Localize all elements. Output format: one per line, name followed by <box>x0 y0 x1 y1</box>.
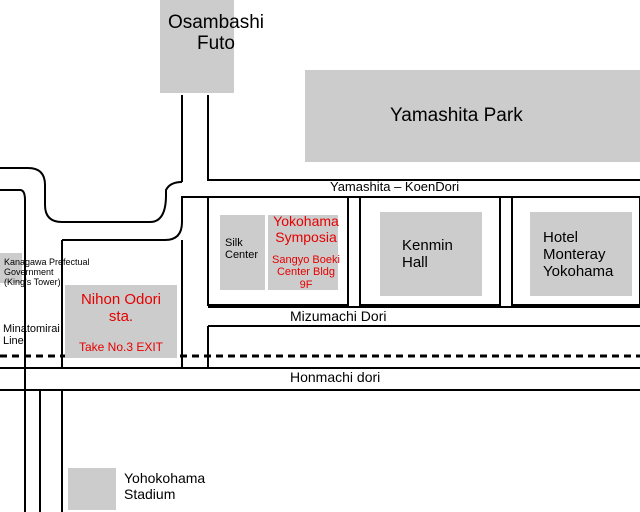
station-name-label: Nihon Odori sta. <box>80 291 162 325</box>
hotel-label: Hotel Monteray Yokohama <box>543 229 614 280</box>
kenmin-hall-block <box>380 212 482 296</box>
minatomirai-line-label: Minatomirai Line <box>3 323 60 348</box>
silk-center-block <box>220 215 265 290</box>
west-curve-road-bottom <box>62 196 208 241</box>
silk-center-label: Silk Center <box>225 237 259 262</box>
symposia-block <box>268 215 338 290</box>
symposia-block-outline <box>207 196 349 306</box>
kanagawa-block <box>0 253 22 283</box>
station-block <box>65 285 177 358</box>
stadium-label: Yohokohama Stadium <box>124 470 206 502</box>
mizumachi-street-label: Mizumachi Dori <box>290 308 387 324</box>
kenmin-hall-label: Kenmin Hall <box>402 237 453 271</box>
yamashita-park-block <box>305 70 640 162</box>
yamashita-street-label: Yamashita – KoenDori <box>330 179 460 194</box>
hotel-block-outline <box>511 196 640 306</box>
stadium-block <box>68 468 116 510</box>
osambashi-block <box>160 0 234 93</box>
symposia-address-label: Sangyo Boeki Center Bldg 9F <box>272 254 340 291</box>
west-curve-road-outer <box>0 167 183 223</box>
west-curve-road-inner <box>0 189 26 512</box>
symposia-name-label: Yokohama Symposia <box>273 213 339 245</box>
yamashita-park-label: Yamashita Park <box>390 105 523 126</box>
honmachi-street-label: Honmachi dori <box>290 369 381 385</box>
kanagawa-label: Kanagawa Prefectual Government (King's T… <box>4 257 90 288</box>
kenmin-block-outline <box>359 196 501 306</box>
osambashi-road-right-edge <box>207 95 640 181</box>
station-exit-label: Take No.3 EXIT <box>78 340 164 354</box>
osambashi-label: Osambashi Futo <box>167 12 265 55</box>
hotel-block <box>530 212 632 296</box>
